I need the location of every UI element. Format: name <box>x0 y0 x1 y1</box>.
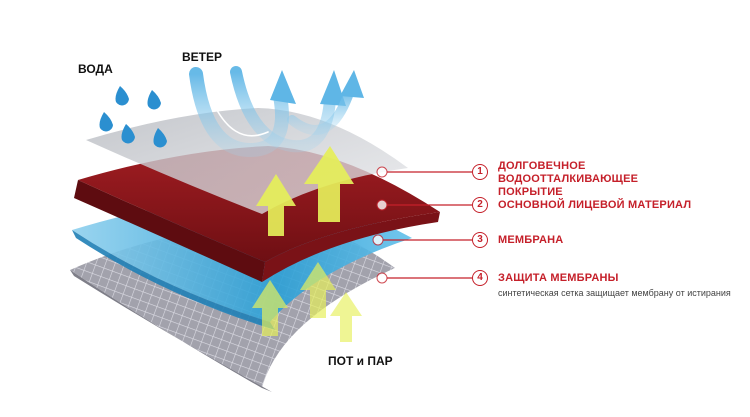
layer-1-badge: 1 <box>472 164 488 180</box>
sweat-label: ПОТ и ПАР <box>328 354 393 368</box>
water-label: ВОДА <box>78 62 113 76</box>
layer-2-badge: 2 <box>472 197 488 213</box>
layer-1-label: ДОЛГОВЕЧНОЕ ВОДООТТАЛКИВАЮЩЕЕ ПОКРЫТИЕ <box>498 160 639 198</box>
layer-3-label: МЕМБРАНА <box>498 234 564 246</box>
layer-2-label: ОСНОВНОЙ ЛИЦЕВОЙ МАТЕРИАЛ <box>498 199 692 211</box>
vapor-arrow-icon <box>252 146 362 342</box>
layer-4-badge: 4 <box>472 270 488 286</box>
wind-label: ВЕТЕР <box>182 50 223 64</box>
water-drop-icon <box>99 86 167 148</box>
layer-coating <box>86 108 408 214</box>
layer-4-label: ЗАЩИТА МЕМБРАНЫ <box>498 272 619 284</box>
wind-arrow-icon <box>189 66 364 158</box>
layer-3-badge: 3 <box>472 232 488 248</box>
layer-4-note: синтетическая сетка защищает мембрану от… <box>498 288 731 298</box>
leader-dots <box>372 166 388 284</box>
leader-lines <box>383 171 472 279</box>
